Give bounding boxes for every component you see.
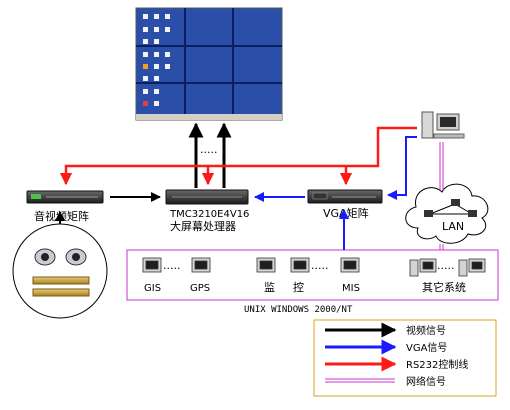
terminal-dots-1: ····· <box>163 262 180 275</box>
desktop-icons <box>143 14 170 106</box>
processor-model-label: TMC3210E4V16 <box>169 209 249 220</box>
legend: 视频信号 VGA信号 RS232控制线 网络信号 <box>313 319 497 397</box>
terminal-dots-3: ····· <box>437 262 454 275</box>
terminal-computers <box>142 257 486 277</box>
os-label: UNIX WINDOWS 2000/NT <box>244 305 353 315</box>
terminal-group-box <box>126 249 499 301</box>
legend-vga-label: VGA信号 <box>406 342 447 354</box>
legend-rs232-label: RS232控制线 <box>406 358 468 371</box>
mis-label: MIS <box>342 283 360 294</box>
workstation-icon <box>421 111 465 139</box>
av-matrix-label: 音视频矩阵 <box>34 209 89 223</box>
monitor-label-1: 监 <box>264 281 275 294</box>
lan-cloud <box>405 183 489 244</box>
legend-network-label: 网络信号 <box>406 375 446 388</box>
taskbar <box>136 114 282 120</box>
video-wall <box>135 7 283 121</box>
wall-dots: ····· <box>200 146 217 159</box>
terminal-dots-2: ····· <box>311 262 328 275</box>
other-systems-label: 其它系统 <box>422 280 466 294</box>
monitor-label-2: 控 <box>293 280 304 294</box>
legend-video-label: 视频信号 <box>406 324 446 337</box>
lan-label: LAN <box>442 220 464 233</box>
vga-matrix-device <box>307 189 383 204</box>
gis-label: GIS <box>144 283 161 294</box>
vga-matrix-label: VGA矩阵 <box>323 206 369 220</box>
processor-device <box>165 189 249 205</box>
av-matrix-device <box>26 190 104 204</box>
processor-name-label: 大屏幕处理器 <box>170 219 236 233</box>
gps-label: GPS <box>190 283 210 294</box>
rs232-line-to-av <box>59 126 417 186</box>
vga-line-workstation-to-matrix <box>387 136 417 200</box>
camera-equipment <box>12 223 108 319</box>
